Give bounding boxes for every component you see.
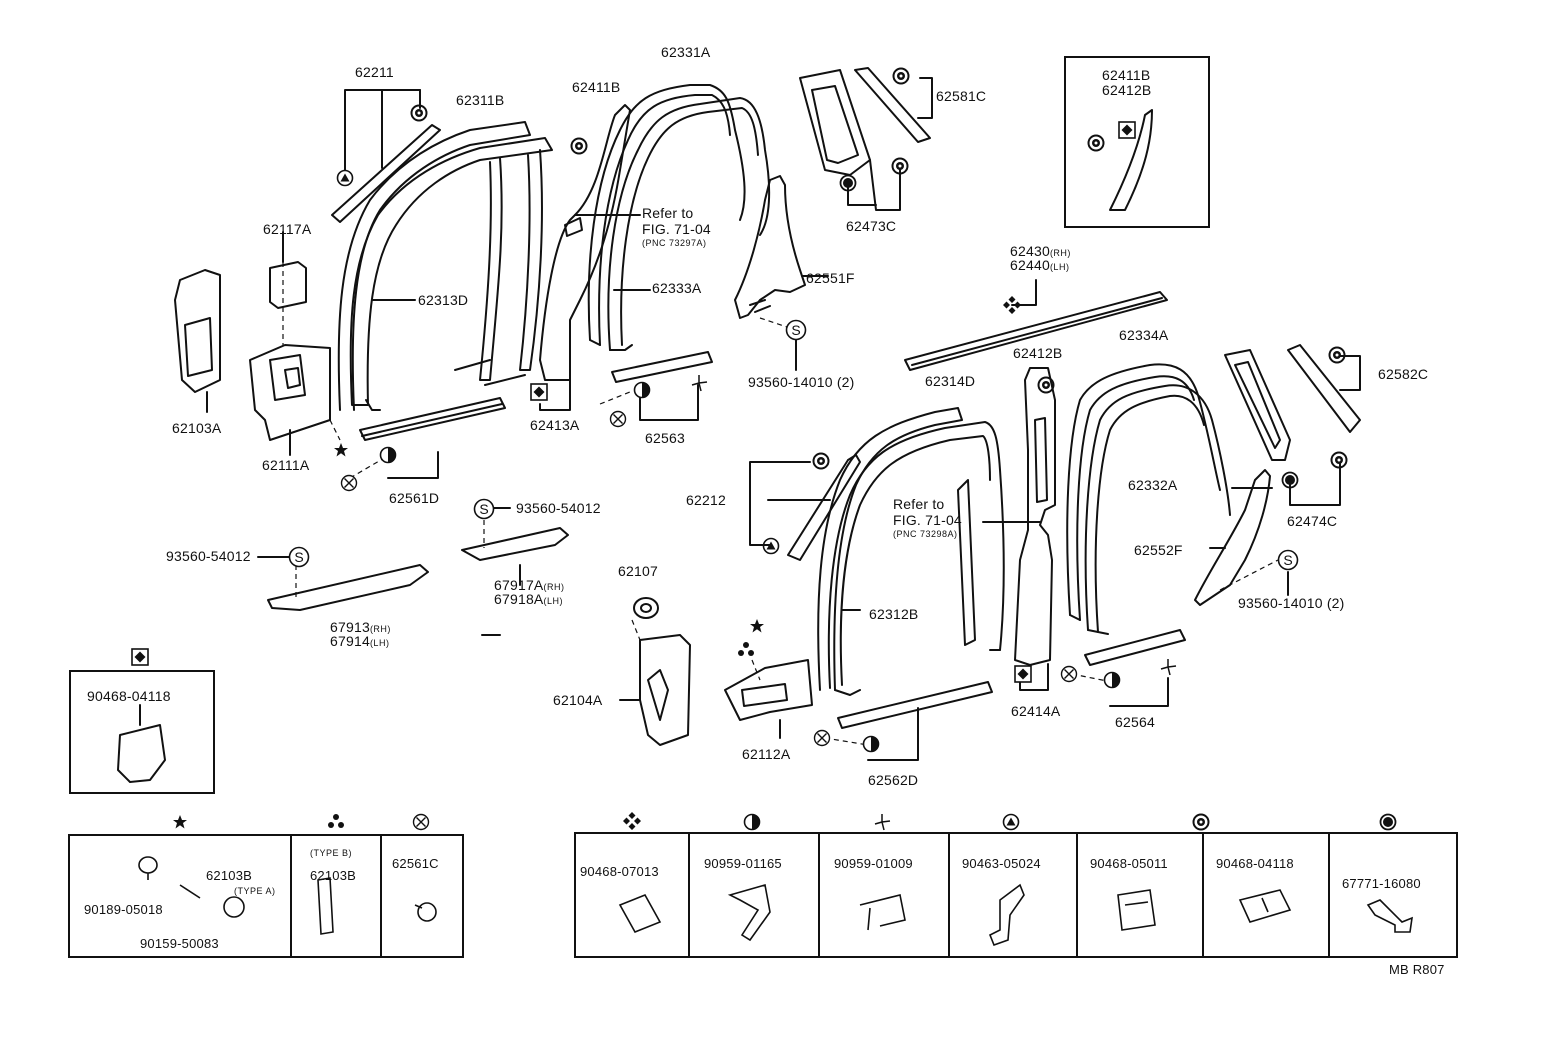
part-label-62312b: 62312B xyxy=(869,606,919,622)
legend-part-4: 90463-05024 xyxy=(962,856,1041,871)
part-label-62103a: 62103A xyxy=(172,420,222,436)
legend-part-6: 90468-04118 xyxy=(1216,856,1294,871)
part-label-62412b: 62412B xyxy=(1013,345,1063,361)
part-number-67914: 67914 xyxy=(330,633,370,649)
legend-part-2: 90959-01165 xyxy=(704,856,782,871)
inset-label-62411b: 62411B xyxy=(1102,67,1151,83)
part-label-62311b: 62311B xyxy=(456,92,505,108)
refer-note-1-line2: FIG. 71-04 xyxy=(642,221,711,237)
part-label-62107: 62107 xyxy=(618,563,658,579)
part-label-62582c: 62582C xyxy=(1378,366,1429,382)
part-number-67918a: 67918A xyxy=(494,591,544,607)
legend-part-7: 67771-16080 xyxy=(1342,876,1421,891)
part-label-93560-14010-a: 93560-14010 (2) xyxy=(748,374,855,390)
legend-type-b-note: (TYPE B) xyxy=(310,848,353,858)
refer-note-1-line3: (PNC 73297A) xyxy=(642,238,707,248)
part-label-67918a: 67918A(LH) xyxy=(494,591,563,607)
part-label-62334a: 62334A xyxy=(1119,327,1169,343)
part-number-62440: 62440 xyxy=(1010,257,1050,273)
legend-cell-5: 90468-05011 xyxy=(1078,834,1204,956)
part-label-62111a: 62111A xyxy=(262,457,310,473)
inset-label-90468-04118: 90468-04118 xyxy=(87,688,171,704)
legend-cell-6: 90468-04118 xyxy=(1204,834,1330,956)
part-number-67913: 67913 xyxy=(330,619,370,635)
rh-suffix: (RH) xyxy=(369,624,391,634)
part-label-62413a: 62413A xyxy=(530,417,580,433)
legend-part-90159-50083: 90159-50083 xyxy=(140,936,219,951)
legend-part-62103b: 62103B xyxy=(206,868,253,883)
rh-suffix: (RH) xyxy=(1049,248,1071,258)
part-label-93560-14010-b: 93560-14010 (2) xyxy=(1238,595,1345,611)
part-label-62313d: 62313D xyxy=(418,292,469,308)
part-label-62314d: 62314D xyxy=(925,373,976,389)
part-label-62411b: 62411B xyxy=(572,79,621,95)
part-label-62563: 62563 xyxy=(645,430,685,446)
inset-pillar-box: 62411B 62412B xyxy=(1064,56,1210,228)
legend-table-left: 90189-05018 62103B (TYPE A) 90159-50083 … xyxy=(68,834,464,958)
refer-note-2-line2: FIG. 71-04 xyxy=(893,512,962,528)
legend-part-90189-05018: 90189-05018 xyxy=(84,902,163,917)
part-label-67914: 67914(LH) xyxy=(330,633,389,649)
legend-cell-4: 90463-05024 xyxy=(950,834,1078,956)
refer-note-2-line3: (PNC 73298A) xyxy=(893,529,958,539)
part-label-62581c: 62581C xyxy=(936,88,987,104)
part-label-62564: 62564 xyxy=(1115,714,1155,730)
part-label-62414a: 62414A xyxy=(1011,703,1061,719)
legend-cell-2: 90959-01165 xyxy=(690,834,820,956)
legend-part-1: 90468-07013 xyxy=(580,864,659,879)
part-label-62552f: 62552F xyxy=(1134,542,1183,558)
legend-cell-star: 90189-05018 62103B (TYPE A) 90159-50083 xyxy=(70,836,292,956)
legend-cell-1: 90468-07013 xyxy=(576,834,690,956)
legend-part-62103b-type-b: 62103B xyxy=(310,868,357,883)
diagram-code: MB R807 xyxy=(1389,962,1445,977)
part-label-62473c: 62473C xyxy=(846,218,897,234)
refer-note-1-line1: Refer to xyxy=(642,205,694,221)
part-label-62440: 62440(LH) xyxy=(1010,257,1069,273)
legend-type-a-note: (TYPE A) xyxy=(234,886,276,896)
lh-suffix: (LH) xyxy=(1049,262,1070,272)
part-number-67917a: 67917A xyxy=(494,577,544,593)
inset-clip-box: 90468-04118 xyxy=(69,670,215,794)
part-label-93560-54012-b: 93560-54012 xyxy=(166,548,251,564)
part-label-62212: 62212 xyxy=(686,492,726,508)
refer-note-2-line1: Refer to xyxy=(893,496,945,512)
part-label-62104a: 62104A xyxy=(553,692,603,708)
rh-suffix: (RH) xyxy=(543,582,565,592)
part-label-62551f: 62551F xyxy=(806,270,855,286)
part-number-62430: 62430 xyxy=(1010,243,1050,259)
legend-cell-cross: 62561C xyxy=(384,836,460,956)
part-label-62430: 62430(RH) xyxy=(1010,243,1071,259)
part-label-67913: 67913(RH) xyxy=(330,619,391,635)
part-label-62331a: 62331A xyxy=(661,44,711,60)
legend-table-right: 90468-07013 90959-01165 90959-01009 9046… xyxy=(574,832,1458,958)
part-label-93560-54012-a: 93560-54012 xyxy=(516,500,601,516)
part-label-62562d: 62562D xyxy=(868,772,919,788)
legend-cell-trefoil: (TYPE B) 62103B xyxy=(290,836,382,956)
part-label-62112a: 62112A xyxy=(742,746,791,762)
legend-cell-3: 90959-01009 xyxy=(820,834,950,956)
legend-part-5: 90468-05011 xyxy=(1090,856,1168,871)
legend-part-3: 90959-01009 xyxy=(834,856,913,871)
inset-label-62412b: 62412B xyxy=(1102,82,1152,98)
legend-cell-7: 67771-16080 xyxy=(1330,834,1454,956)
part-label-62332a: 62332A xyxy=(1128,477,1178,493)
part-label-62117a: 62117A xyxy=(263,221,312,237)
part-label-62211: 62211 xyxy=(355,64,394,80)
lh-suffix: (LH) xyxy=(369,638,390,648)
part-label-62561d: 62561D xyxy=(389,490,440,506)
part-label-62333a: 62333A xyxy=(652,280,702,296)
part-label-67917a: 67917A(RH) xyxy=(494,577,564,593)
lh-suffix: (LH) xyxy=(543,596,563,606)
part-label-62474c: 62474C xyxy=(1287,513,1338,529)
legend-part-62561c: 62561C xyxy=(392,856,439,871)
